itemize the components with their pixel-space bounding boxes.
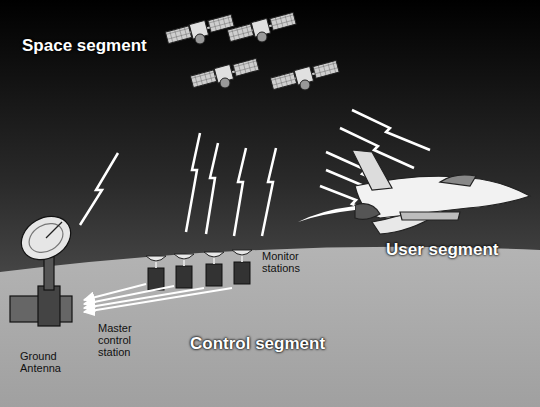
- station-label: Master control station: [98, 322, 146, 358]
- monitor-stations: [146, 250, 252, 290]
- ground-antenna: [10, 208, 79, 326]
- station-label: Monitor stations: [262, 250, 320, 274]
- satellites: [165, 12, 339, 90]
- segment-label: Space segment: [22, 36, 147, 56]
- earth-ground: [0, 247, 540, 407]
- antenna-label: Ground Antenna: [20, 350, 68, 374]
- segment-label: User segment: [386, 240, 498, 260]
- segment-label: Control segment: [190, 334, 325, 354]
- station-links: [84, 284, 232, 312]
- jet-aircraft: [298, 150, 530, 234]
